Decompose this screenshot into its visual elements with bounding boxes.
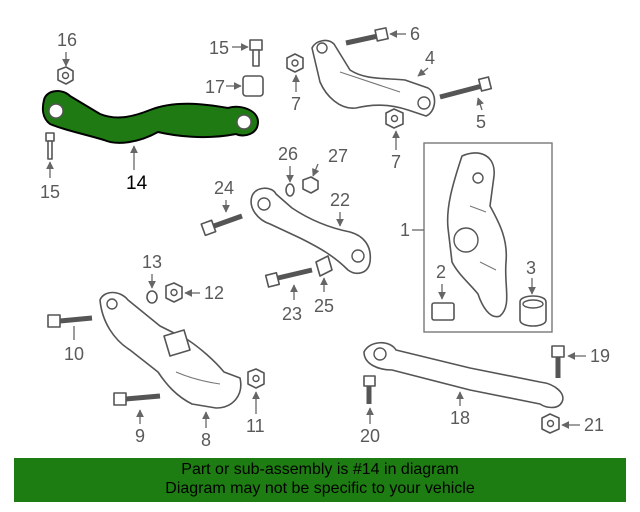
callout-labels: 16 15 14 15 17 7 6 4 5 7 24 26 27 22 1 2…: [40, 24, 610, 450]
callout-16: 16: [57, 30, 77, 50]
part-20-bolt: [363, 375, 376, 404]
callout-7-lower: 7: [391, 152, 401, 172]
banner-line-1: Part or sub-assembly is #14 in diagram: [181, 461, 459, 478]
leader-lines: [46, 30, 586, 429]
part-5-bolt: [439, 76, 493, 100]
part-22-link: [250, 187, 372, 275]
callout-13: 13: [142, 252, 162, 272]
part-15-bolt-left: [45, 132, 55, 160]
part-14-control-arm[interactable]: [41, 90, 259, 144]
callout-25: 25: [314, 296, 334, 316]
callout-7-top: 7: [291, 94, 301, 114]
info-banner: Part or sub-assembly is #14 in diagram D…: [14, 458, 626, 502]
part-6-bolt: [345, 27, 389, 46]
callout-15-top: 15: [209, 38, 229, 58]
part-8-subframe: [99, 291, 242, 409]
part-10-bolt: [47, 314, 93, 328]
callout-17: 17: [205, 77, 225, 97]
part-25-plate: [315, 255, 333, 277]
callout-15-left: 15: [40, 182, 60, 202]
callout-18: 18: [450, 408, 470, 428]
part-13-washer: [146, 290, 158, 304]
callout-11: 11: [246, 416, 265, 436]
callout-26: 26: [278, 144, 298, 164]
callout-23: 23: [282, 304, 302, 324]
part-26-washer: [285, 183, 295, 197]
part-12-nut: [165, 282, 183, 303]
part-9-bolt: [113, 392, 161, 406]
callout-20: 20: [360, 426, 380, 446]
callout-22: 22: [330, 190, 350, 210]
part-23-bolt: [264, 267, 313, 288]
part-3-bushing: [519, 295, 547, 327]
part-4-upper-arm: [311, 39, 436, 117]
part-1-knuckle-box: [423, 142, 553, 333]
part-27-nut: [302, 176, 319, 194]
part-15-bolt-top: [249, 39, 263, 67]
part-18-lower-arm: [363, 341, 564, 409]
callout-24: 24: [214, 178, 234, 198]
callout-21: 21: [584, 415, 604, 435]
part-16-nut: [57, 66, 74, 85]
banner-line-2: Diagram may not be specific to your vehi…: [165, 480, 475, 497]
callout-10: 10: [64, 344, 84, 364]
callout-12: 12: [204, 283, 224, 303]
callout-3: 3: [526, 258, 536, 278]
part-21-nut: [541, 413, 560, 434]
callout-4: 4: [425, 48, 435, 68]
part-7-nut-top: [286, 53, 304, 73]
part-7-nut-lower: [385, 108, 404, 129]
parts-diagram: 16 15 14 15 17 7 6 4 5 7 24 26 27 22 1 2…: [40, 24, 610, 450]
part-24-bolt: [200, 213, 243, 237]
callout-5: 5: [476, 112, 486, 132]
callout-14: 14: [126, 173, 148, 194]
callout-19: 19: [590, 346, 610, 366]
callout-8: 8: [201, 430, 211, 450]
callout-9: 9: [135, 426, 145, 446]
part-11-nut: [247, 368, 265, 389]
callout-6: 6: [410, 24, 420, 44]
callout-2: 2: [436, 262, 446, 282]
callout-1: 1: [400, 220, 410, 240]
part-2-sensor: [431, 302, 455, 321]
callout-27: 27: [328, 146, 348, 166]
part-17-bushing: [242, 75, 264, 97]
part-19-bolt: [551, 345, 565, 378]
